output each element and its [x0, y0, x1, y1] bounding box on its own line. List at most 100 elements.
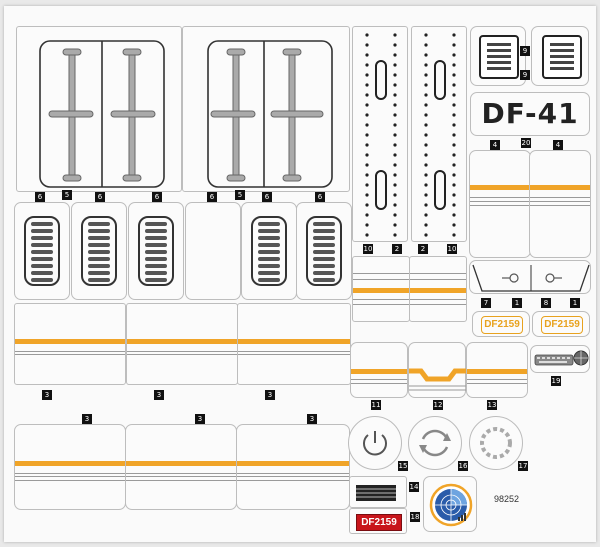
rivet-dot — [365, 123, 369, 127]
stripe-notch — [409, 368, 467, 391]
stripe-panel-a2 — [126, 303, 238, 385]
hinge-strip-right — [411, 26, 467, 242]
rivet-dot — [452, 113, 456, 117]
rivet-dot — [452, 133, 456, 137]
rivet-dot — [452, 153, 456, 157]
badge-sticker-left: DF2159 — [472, 311, 530, 337]
red-badge-sticker: DF2159 — [349, 508, 407, 534]
label-8: 8 — [541, 298, 551, 308]
rivet-dot — [365, 53, 369, 57]
rivet-dot — [393, 193, 397, 197]
rivet-dot — [424, 63, 428, 67]
rivet-dot — [424, 133, 428, 137]
badge-sticker-right: DF2159 — [532, 311, 590, 337]
rivet-dot — [424, 53, 428, 57]
df-badge-text: DF2159 — [481, 316, 523, 334]
label-18: 18 — [410, 512, 420, 522]
label-14: 14 — [409, 482, 419, 492]
rivet-dot — [365, 213, 369, 217]
stripe-block — [356, 485, 396, 501]
rivet-dot — [393, 103, 397, 107]
hinge-strip-left — [352, 26, 408, 242]
rivet-dot — [365, 203, 369, 207]
rivet-dot — [365, 93, 369, 97]
door-panel-right — [182, 26, 350, 192]
label-10: 10 — [363, 244, 373, 254]
door-outline-left — [39, 40, 165, 188]
rivet-dot — [424, 233, 428, 237]
vent-panel-2 — [71, 202, 127, 300]
rivet-dot — [424, 103, 428, 107]
rivet-dot — [452, 93, 456, 97]
power-hatch — [348, 416, 402, 470]
radar-sticker — [423, 476, 477, 532]
vent-grille-icon — [306, 216, 342, 286]
rivet-dot — [452, 213, 456, 217]
rivet-dot — [365, 143, 369, 147]
label-4: 4 — [553, 140, 563, 150]
rivet-dot — [424, 73, 428, 77]
label-3: 3 — [195, 414, 205, 424]
refresh-icon — [419, 429, 451, 457]
rivet-dot — [452, 103, 456, 107]
power-icon — [363, 431, 387, 456]
rivet-dot — [424, 163, 428, 167]
blank-panel — [185, 202, 241, 300]
rivet-dot — [424, 173, 428, 177]
rivet-dot — [424, 203, 428, 207]
globe-icon — [573, 350, 589, 366]
rivet-dot — [365, 233, 369, 237]
rivet-dot — [452, 143, 456, 147]
label-20: 20 — [521, 138, 531, 148]
rivet-dot — [393, 113, 397, 117]
label-9: 9 — [520, 70, 530, 80]
label-6: 6 — [152, 192, 162, 202]
rivet-dot — [452, 123, 456, 127]
vent-grille-icon — [81, 216, 117, 286]
rivet-dot — [393, 183, 397, 187]
vent-grille-icon — [24, 216, 60, 286]
rivet-dot — [452, 203, 456, 207]
rivet-dot — [424, 223, 428, 227]
rivet-dot — [424, 143, 428, 147]
hinge-icon — [424, 33, 456, 237]
label-7: 7 — [481, 298, 491, 308]
rivet-dot — [365, 133, 369, 137]
rivet-dot — [424, 213, 428, 217]
stripe-panel-a1 — [14, 303, 126, 385]
stripe-panel-b3 — [236, 424, 350, 510]
rivet-dot — [452, 173, 456, 177]
label-5: 5 — [62, 190, 72, 200]
rivet-dot — [452, 233, 456, 237]
stripe-panel-b2 — [125, 424, 237, 510]
label-12: 12 — [433, 400, 443, 410]
label-11: 11 — [371, 400, 381, 410]
radar-icon — [429, 483, 473, 527]
label-5: 5 — [235, 190, 245, 200]
rivet-dot — [393, 163, 397, 167]
grille-sticker-left — [470, 26, 526, 86]
df-badge-text: DF2159 — [541, 316, 583, 334]
rivet-dot — [452, 193, 456, 197]
rivet-dot — [365, 73, 369, 77]
rivet-dot — [452, 83, 456, 87]
label-6: 6 — [95, 192, 105, 202]
stripe-panel-12 — [408, 342, 467, 398]
rivet-dot — [393, 83, 397, 87]
rivet-dot — [424, 183, 428, 187]
red-badge-text: DF2159 — [356, 514, 402, 531]
rivet-dot — [365, 173, 369, 177]
rivet-dot — [393, 63, 397, 67]
label-3: 3 — [42, 390, 52, 400]
rivet-dot — [365, 33, 369, 37]
rivet-dot — [365, 63, 369, 67]
stripe-panel-13 — [466, 342, 528, 398]
rivet-dot — [424, 193, 428, 197]
rivet-dot — [365, 193, 369, 197]
label-10: 10 — [447, 244, 457, 254]
rivet-dot — [393, 223, 397, 227]
rivet-dot — [393, 123, 397, 127]
label-3: 3 — [82, 414, 92, 424]
stripe-panel-b1 — [14, 424, 126, 510]
label-6: 6 — [315, 192, 325, 202]
